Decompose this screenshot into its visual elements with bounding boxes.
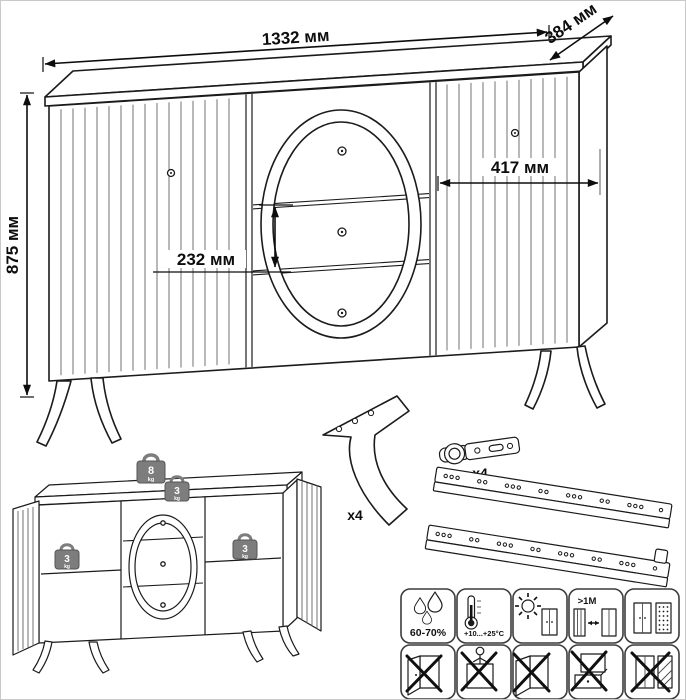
- door-knobs: [166, 128, 520, 178]
- drawer-slide-icon: [424, 524, 671, 588]
- no-covering-icon: [624, 644, 680, 699]
- right-shelf: [204, 557, 282, 563]
- metal-leg-icon: [322, 395, 410, 526]
- svg-text:kg: kg: [64, 564, 70, 570]
- left-door-fluting: [60, 98, 230, 376]
- temperature-label: +10...+25°C: [464, 629, 505, 638]
- radiator-icon: [573, 608, 586, 637]
- humidity-icon: 60-70%: [400, 588, 456, 644]
- dimension-width-label: 1332 мм: [261, 26, 330, 49]
- weight-8kg-icon: 8 kg: [136, 453, 166, 484]
- heat-distance-icon: >1M: [568, 588, 624, 644]
- weight-top-number: 8: [148, 465, 154, 477]
- cabinet-legs: [36, 345, 606, 447]
- dimension-height: 875 мм: [3, 92, 34, 398]
- oval-frame-decor: [260, 109, 422, 339]
- main-sideboard-drawing: [36, 35, 612, 447]
- mini-legs: [32, 625, 300, 674]
- drawer-slides-illustration: [424, 466, 673, 588]
- mini-interior: [40, 497, 282, 639]
- mini-knobs: [160, 520, 166, 608]
- no-climbing-icon: [456, 644, 512, 699]
- weight-3kg-icon: 3 kg: [54, 543, 80, 570]
- open-left-door: [12, 500, 40, 656]
- temperature-icon: +10...+25°C: [456, 588, 512, 644]
- drawer-knobs: [337, 146, 347, 318]
- distance-label: >1M: [578, 596, 597, 607]
- dimension-width: 1332 мм: [42, 25, 550, 72]
- leg-back-right: [524, 350, 552, 410]
- humidity-label: 60-70%: [410, 627, 447, 639]
- label-backing: [166, 250, 246, 268]
- dimension-inner-width: 417 мм: [437, 149, 601, 195]
- svg-text:3: 3: [174, 486, 180, 497]
- mini-open-doors: [12, 478, 322, 656]
- sunlight-icon: [512, 588, 568, 644]
- dimension-height-label: 875 мм: [3, 216, 22, 274]
- svg-text:3: 3: [64, 554, 70, 565]
- dimension-drawer-height: 232 мм: [153, 204, 293, 273]
- left-shelf: [40, 569, 122, 575]
- dimension-drawer-height-label: 232 мм: [177, 250, 235, 269]
- open-cabinet-view: 8 kg 3 kg 3 kg 3 kg: [12, 453, 322, 674]
- hinge-icon: [438, 436, 521, 465]
- svg-text:kg: kg: [174, 496, 180, 502]
- section-dividers: [245, 82, 437, 368]
- care-icons-grid: 60-70% +10...+25°C >1M: [400, 588, 680, 699]
- no-door-hanging-icon: [400, 644, 456, 699]
- svg-text:kg: kg: [242, 554, 248, 560]
- mini-right-side: [282, 479, 298, 632]
- leg-front-left: [36, 380, 72, 447]
- label-backing: [481, 158, 559, 176]
- leg-back-left: [90, 377, 122, 444]
- open-right-door: [296, 478, 322, 632]
- front-face-details: [60, 76, 568, 376]
- drawer-seams: [253, 193, 429, 276]
- mini-oval-frame: [128, 514, 198, 620]
- legs-qty-label: x4: [347, 507, 363, 523]
- svg-text:3: 3: [242, 544, 248, 555]
- weight-3kg-icon: 3 kg: [164, 475, 190, 502]
- no-standing-on-drawer-icon: [568, 644, 624, 699]
- drawer-slide-icon: [432, 466, 673, 529]
- cabinet-right-side: [578, 45, 608, 348]
- ventilation-icon: [624, 588, 680, 644]
- leg-front-right: [576, 345, 606, 409]
- leg-illustration: x4: [322, 395, 410, 526]
- weight-top-unit: kg: [148, 477, 154, 483]
- dimension-inner-width-label: 417 мм: [491, 158, 549, 177]
- right-door-fluting: [446, 76, 568, 351]
- weight-3kg-icon: 3 kg: [232, 533, 258, 560]
- no-leaning-on-door-icon: [512, 644, 568, 699]
